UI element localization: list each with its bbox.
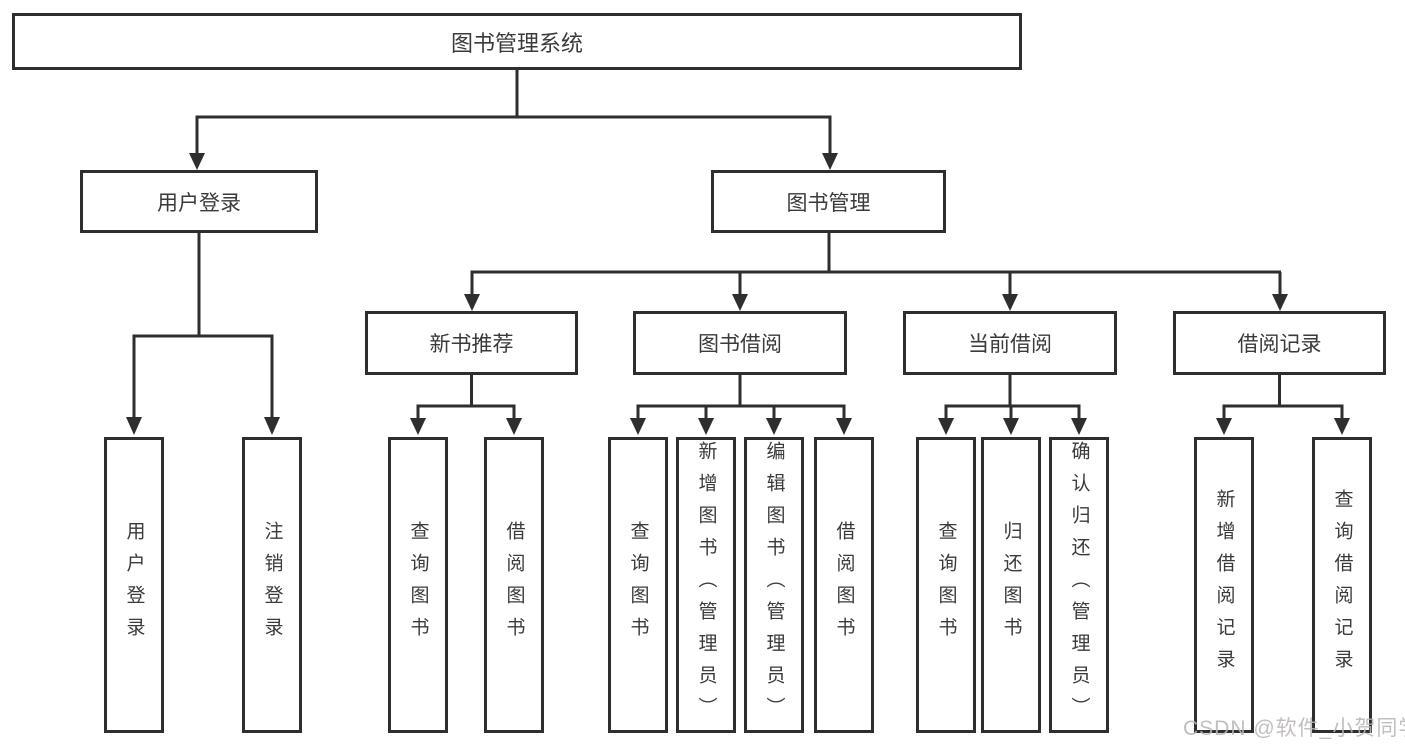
leaf-borrow-books: 借阅图书 (814, 437, 874, 733)
connector-borrow-records (1216, 375, 1350, 435)
node-new-book-recommend: 新书推荐 (365, 311, 578, 375)
leaf-return-books: 归还图书 (981, 437, 1041, 733)
leaf-add-books-admin: 新增图书（管理员） (676, 437, 736, 733)
leaf-user-login: 用户登录 (104, 437, 164, 733)
leaf-logout: 注销登录 (242, 437, 302, 733)
connector-current-borrow (938, 375, 1087, 435)
connector-root (189, 70, 838, 170)
leaf-add-borrow-record: 新增借阅记录 (1194, 437, 1254, 733)
connector-user-login (126, 233, 280, 435)
leaf-query-books-borrow: 查询图书 (608, 437, 668, 733)
node-borrow-records: 借阅记录 (1173, 311, 1386, 375)
connector-new-book (410, 375, 522, 435)
leaf-query-books-recommend: 查询图书 (388, 437, 448, 733)
leaf-edit-books-admin: 编辑图书（管理员） (744, 437, 804, 733)
connector-book-management (464, 233, 1288, 311)
node-current-borrow: 当前借阅 (903, 311, 1117, 375)
node-book-management: 图书管理 (711, 170, 946, 233)
leaf-borrow-books-recommend: 借阅图书 (484, 437, 544, 733)
node-user-login: 用户登录 (80, 170, 318, 233)
leaf-query-books-current: 查询图书 (916, 437, 976, 733)
connector-book-borrow (630, 375, 852, 435)
leaf-query-borrow-record: 查询借阅记录 (1312, 437, 1372, 733)
leaf-confirm-return-admin: 确认归还（管理员） (1049, 437, 1109, 733)
csdn-watermark: CSDN @软件_小贺同学 (1183, 717, 1405, 740)
node-root-system: 图书管理系统 (12, 13, 1022, 70)
node-book-borrow: 图书借阅 (633, 311, 847, 375)
